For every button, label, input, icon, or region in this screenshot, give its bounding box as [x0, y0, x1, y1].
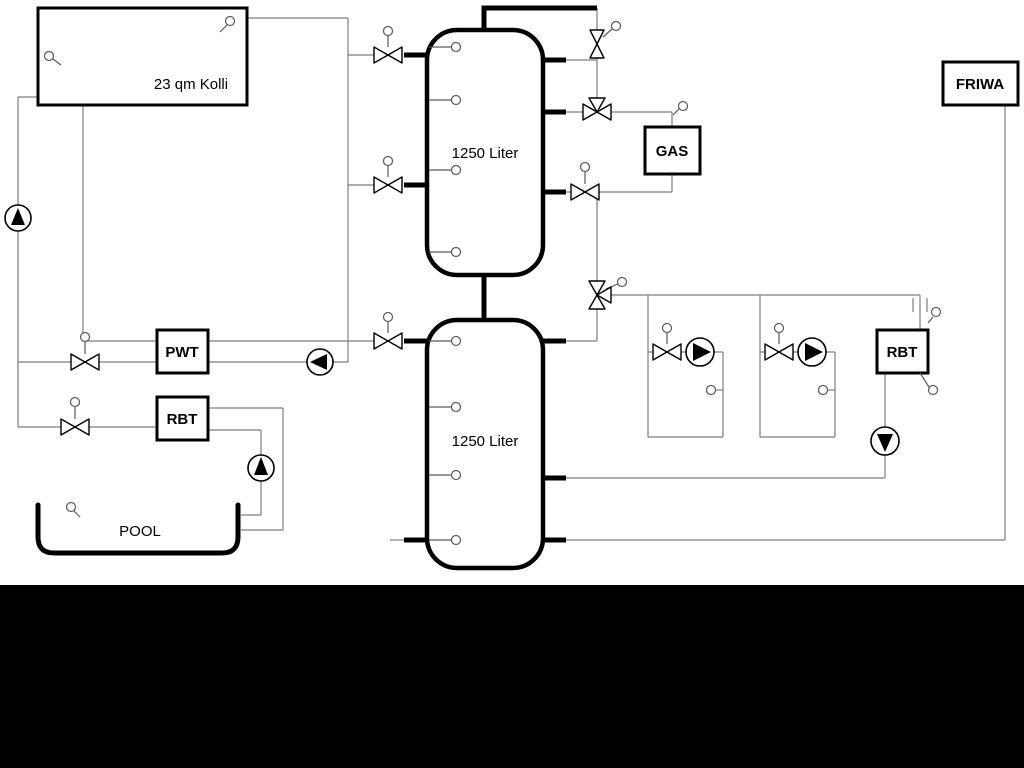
sensor-icon — [43, 50, 62, 66]
sensor-icon — [817, 384, 829, 396]
pwt-supply-valve-icon — [70, 331, 100, 371]
rbt-pool-label: RBT — [167, 411, 198, 428]
rbt-dhw-box — [875, 328, 930, 375]
heating-pump-2-icon — [797, 337, 827, 367]
buffer-tank-top-label: 1250 Liter — [452, 145, 519, 162]
gas-label: GAS — [656, 143, 689, 160]
sensor-icon — [429, 534, 462, 546]
sensor-icon — [429, 94, 462, 106]
sensor-icon — [219, 15, 236, 33]
tank-bottom-charge-valve-icon — [373, 311, 403, 350]
sensor-icon — [65, 501, 81, 518]
pwt-box — [155, 328, 210, 375]
rbt-pool-box — [155, 395, 210, 442]
solar-pump-icon — [4, 204, 32, 232]
heating-circuit-2-valve-icon — [764, 322, 794, 361]
sensor-icon — [429, 41, 462, 53]
tank-mid-charge-valve-icon — [373, 155, 403, 194]
buffer-tank-bottom: 1250 Liter — [424, 317, 546, 571]
pwt-heat-exchanger: PWT — [155, 328, 210, 375]
pool: POOL — [35, 501, 241, 556]
gas-three-way-valve-icon — [582, 97, 612, 121]
header-shutoff-valve-icon — [589, 20, 622, 59]
tank-top-charge-valve-icon — [373, 25, 403, 64]
solar-collector: 23 qm Kolli — [36, 6, 249, 107]
pool-label: POOL — [119, 523, 161, 540]
pumps — [4, 204, 900, 482]
friwa-box — [941, 60, 1020, 107]
solar-collector-box — [36, 6, 249, 107]
black-footer-region — [0, 585, 1024, 768]
sensor-icon — [429, 164, 462, 176]
solar-collector-label: 23 qm Kolli — [154, 76, 228, 93]
heating-pump-1-icon — [685, 337, 715, 367]
rbt-dhw-pump-icon — [870, 426, 900, 456]
pool-pump-icon — [247, 454, 275, 482]
pipes-thick — [404, 5, 597, 543]
rbt-pool-heat-exchanger: RBT — [155, 395, 210, 442]
friwa-station: FRIWA — [941, 60, 1020, 107]
heating-circuit-1-valve-icon — [652, 322, 682, 361]
buffer-tank-bottom-label: 1250 Liter — [452, 433, 519, 450]
pipes-thin — [17, 8, 1006, 541]
sensor-icon — [429, 335, 462, 347]
sensor-icon — [429, 401, 462, 413]
rbt-pool-supply-valve-icon — [60, 396, 90, 436]
sensor-icon — [672, 100, 689, 116]
diagram-area: 1250 Liter 1250 Liter — [0, 0, 1024, 585]
rbt-dhw-heat-exchanger: RBT — [875, 306, 942, 396]
rbt-dhw-label: RBT — [887, 344, 918, 361]
sensor-icon — [429, 469, 462, 481]
pwt-label: PWT — [165, 344, 198, 361]
gas-return-valve-icon — [570, 161, 600, 201]
pool-basin — [35, 502, 241, 556]
gas-boiler: GAS — [643, 100, 702, 176]
buffer-tank-top: 1250 Liter — [424, 27, 546, 278]
sensor-icon — [705, 384, 717, 396]
sensor-icon — [927, 306, 942, 324]
header-three-way-valve-icon — [588, 276, 628, 310]
tank-sensor-icons — [429, 41, 462, 546]
friwa-label: FRIWA — [956, 76, 1004, 93]
sensor-icon — [429, 246, 462, 258]
valves — [60, 20, 794, 436]
pwt-pump-icon — [306, 348, 334, 376]
gas-box — [643, 125, 702, 176]
hydraulic-schematic: 1250 Liter 1250 Liter — [4, 5, 1020, 571]
sensor-icon — [919, 372, 939, 396]
